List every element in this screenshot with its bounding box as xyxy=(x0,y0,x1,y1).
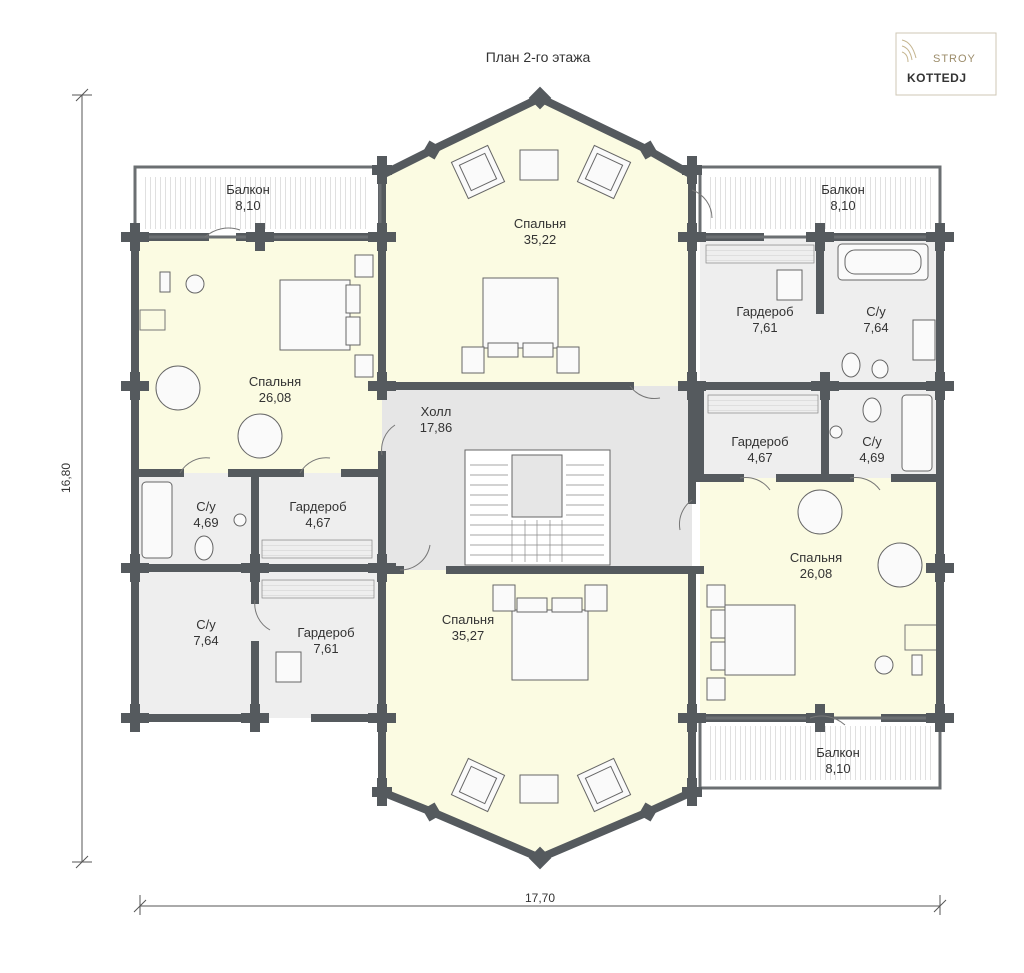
bidet-ne xyxy=(871,359,889,379)
desk-w xyxy=(159,271,171,293)
door-swings xyxy=(179,189,881,726)
bedroom-w-area-value: 26,08 xyxy=(259,390,292,405)
dimension-horizontal: 17,70 xyxy=(133,891,947,915)
ottoman-ne xyxy=(776,269,803,301)
balcony-nw-deck xyxy=(145,177,370,229)
balcony-se-name: Балкон xyxy=(816,745,860,760)
wardrobe-sw-area-value: 7,61 xyxy=(313,641,338,656)
balcony-se-area-value: 8,10 xyxy=(825,761,850,776)
armchair-n-left xyxy=(450,144,506,200)
round-table-w2 xyxy=(237,413,283,459)
round-table-w1 xyxy=(155,365,201,411)
round-table-e2 xyxy=(877,542,923,588)
wardrobe-ne-name: Гардероб xyxy=(736,304,793,319)
bed-w xyxy=(279,254,374,378)
cabinet-w xyxy=(139,309,166,331)
bedroom-s-area-value: 35,27 xyxy=(452,628,485,643)
bedroom-n-name: Спальня xyxy=(514,216,566,231)
bed-s xyxy=(492,584,608,681)
bed-e xyxy=(706,584,796,701)
chair-e xyxy=(874,655,894,675)
wardrobe-e-area-value: 4,67 xyxy=(747,450,772,465)
table-n xyxy=(519,149,559,181)
bath-w-area-value: 4,69 xyxy=(193,515,218,530)
bath-w-name: С/у xyxy=(196,499,216,514)
brand-logo: STROY KOTTEDJ xyxy=(895,32,997,96)
shelves-e xyxy=(707,394,819,414)
bedroom-w-name: Спальня xyxy=(249,374,301,389)
balcony-ne-deck xyxy=(710,177,932,229)
sink-ne xyxy=(912,319,936,361)
wardrobe-w-area-value: 4,67 xyxy=(305,515,330,530)
balcony-se-deck xyxy=(710,726,932,780)
hall-area-value: 17,86 xyxy=(420,420,453,435)
shelves-ne xyxy=(705,244,815,264)
bedroom-e-area-value: 26,08 xyxy=(800,566,833,581)
wardrobe-w-name: Гардероб xyxy=(289,499,346,514)
bath-ne-area-value: 7,64 xyxy=(863,320,888,335)
bed-n xyxy=(461,277,580,374)
bedroom-s-name: Спальня xyxy=(442,612,494,627)
dimension-vertical: 16,80 xyxy=(59,88,92,869)
staircase xyxy=(464,449,611,566)
table-s xyxy=(519,774,559,804)
hall-name: Холл xyxy=(421,404,452,419)
bathtub-w xyxy=(141,481,173,559)
bath-e-area-value: 4,69 xyxy=(859,450,884,465)
toilet-ne xyxy=(841,352,861,378)
balcony-ne-area-value: 8,10 xyxy=(830,198,855,213)
wardrobe-sw-name: Гардероб xyxy=(297,625,354,640)
shelves-w xyxy=(261,539,373,559)
toilet-e xyxy=(862,397,882,423)
bathtub-e xyxy=(901,394,933,472)
bedroom-n-area-value: 35,22 xyxy=(524,232,557,247)
balcony-nw-name: Балкон xyxy=(226,182,270,197)
ottoman-sw xyxy=(275,651,302,683)
logo-top-text: STROY xyxy=(933,53,976,65)
height-dimension-label: 16,80 xyxy=(59,463,73,493)
bath-e-name: С/у xyxy=(862,434,882,449)
balcony-nw-area-value: 8,10 xyxy=(235,198,260,213)
sink-e xyxy=(829,425,843,439)
bath-sw-area-value: 7,64 xyxy=(193,633,218,648)
armchair-s-left xyxy=(450,757,506,813)
width-dimension-label: 17,70 xyxy=(525,891,555,905)
balcony-ne-name: Балкон xyxy=(821,182,865,197)
bedroom-e-name: Спальня xyxy=(790,550,842,565)
toilet-w xyxy=(194,535,214,561)
bath-sw-area xyxy=(135,568,255,718)
bathtub-ne-inner xyxy=(844,249,922,275)
armchair-s-right xyxy=(576,757,632,813)
wardrobe-ne-area-value: 7,61 xyxy=(752,320,777,335)
logo-rings-icon xyxy=(901,39,917,63)
bath-sw-name: С/у xyxy=(196,617,216,632)
desk-e xyxy=(911,654,923,676)
shelves-sw xyxy=(261,579,375,599)
sink-w xyxy=(233,513,247,527)
round-table-e1 xyxy=(797,489,843,535)
room-labels: Балкон 8,10 Балкон 8,10 Балкон 8,10 Спал… xyxy=(193,182,888,776)
armchair-n-right xyxy=(576,144,632,200)
wardrobe-e-name: Гардероб xyxy=(731,434,788,449)
logo-bottom-text: KOTTEDJ xyxy=(907,71,967,85)
chair-w xyxy=(185,274,205,294)
bath-ne-name: С/у xyxy=(866,304,886,319)
plan-title: План 2-го этажа xyxy=(486,49,591,65)
